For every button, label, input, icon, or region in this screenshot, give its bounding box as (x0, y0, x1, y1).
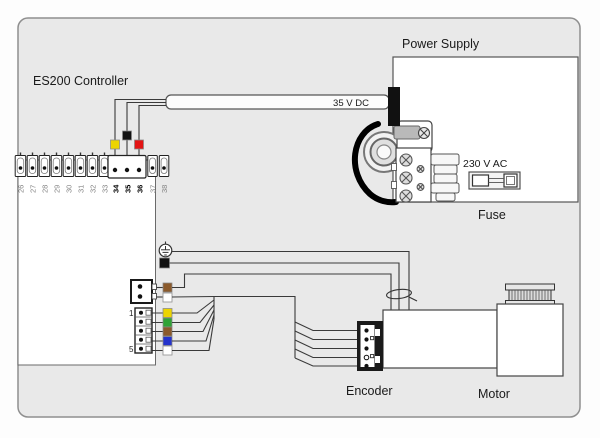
ac-voltage-label: 230 V AC (463, 158, 508, 170)
wire-white-motor (171, 295, 296, 358)
wire-marker-red (134, 139, 144, 150)
wire-marker-brown-enc (162, 326, 173, 337)
fuse (468, 171, 521, 190)
cable-lug (393, 125, 421, 140)
power-supply-label: Power Supply (402, 37, 480, 51)
controller-box (17, 159, 156, 366)
wire-marker-yellow-enc (162, 308, 173, 318)
svg-text:38: 38 (160, 185, 169, 193)
wire-marker-black (122, 130, 132, 141)
wire-marker-yellow (110, 139, 120, 150)
encoder-connector-5pin (134, 307, 153, 354)
wire-brown-motor (172, 273, 392, 311)
svg-text:35: 35 (124, 185, 133, 193)
pin-1-label: 1 (129, 309, 134, 318)
motor-box (496, 303, 564, 377)
motor-connector-2pin (130, 279, 157, 304)
fuse-holder (430, 153, 460, 202)
wire-marker-brown-motor (162, 282, 173, 293)
ferrite-rings (363, 131, 405, 173)
encoder-plug (357, 321, 383, 371)
fuse-label: Fuse (478, 208, 506, 222)
wire-marker-blue-enc (162, 336, 173, 346)
svg-text:37: 37 (149, 185, 158, 193)
dc-wires (114, 98, 166, 157)
encoder-label: Encoder (346, 384, 393, 398)
wire-marker-white-motor (162, 292, 173, 303)
svg-text:28: 28 (41, 185, 50, 193)
wire-marker-white-enc (162, 345, 173, 356)
svg-text:31: 31 (77, 185, 86, 193)
signal-wires (169, 250, 410, 367)
cable-loop (386, 288, 418, 302)
svg-text:30: 30 (65, 185, 74, 193)
wire-ground (171, 250, 410, 311)
terminal-numbers: 26 27 28 29 30 31 32 33 34 35 36 37 38 (17, 184, 170, 193)
encoder-box (382, 309, 498, 369)
wire-marker-green-enc (162, 317, 173, 328)
ac-screw-terminal-block (391, 147, 432, 203)
svg-text:29: 29 (53, 185, 62, 193)
svg-text:36: 36 (136, 185, 145, 193)
pin-5-label: 5 (129, 345, 134, 354)
screw-icon (417, 126, 431, 140)
dc-voltage-label: 35 V DC (333, 98, 369, 109)
wire-marker-black-lower (159, 257, 170, 269)
wire-black (169, 262, 400, 311)
terminal-strip (14, 152, 170, 179)
ground-symbol (158, 241, 173, 258)
svg-text:26: 26 (17, 185, 26, 193)
svg-text:34: 34 (112, 184, 121, 193)
belt-pulley (505, 283, 555, 306)
svg-text:33: 33 (101, 185, 110, 193)
dc-inlet-bar (388, 87, 400, 126)
svg-text:32: 32 (89, 185, 98, 193)
mains-cable (351, 121, 399, 206)
terminal-block-34-36 (107, 154, 147, 179)
svg-text:27: 27 (29, 185, 38, 193)
motor-label: Motor (478, 387, 510, 401)
controller-label: ES200 Controller (33, 74, 128, 88)
